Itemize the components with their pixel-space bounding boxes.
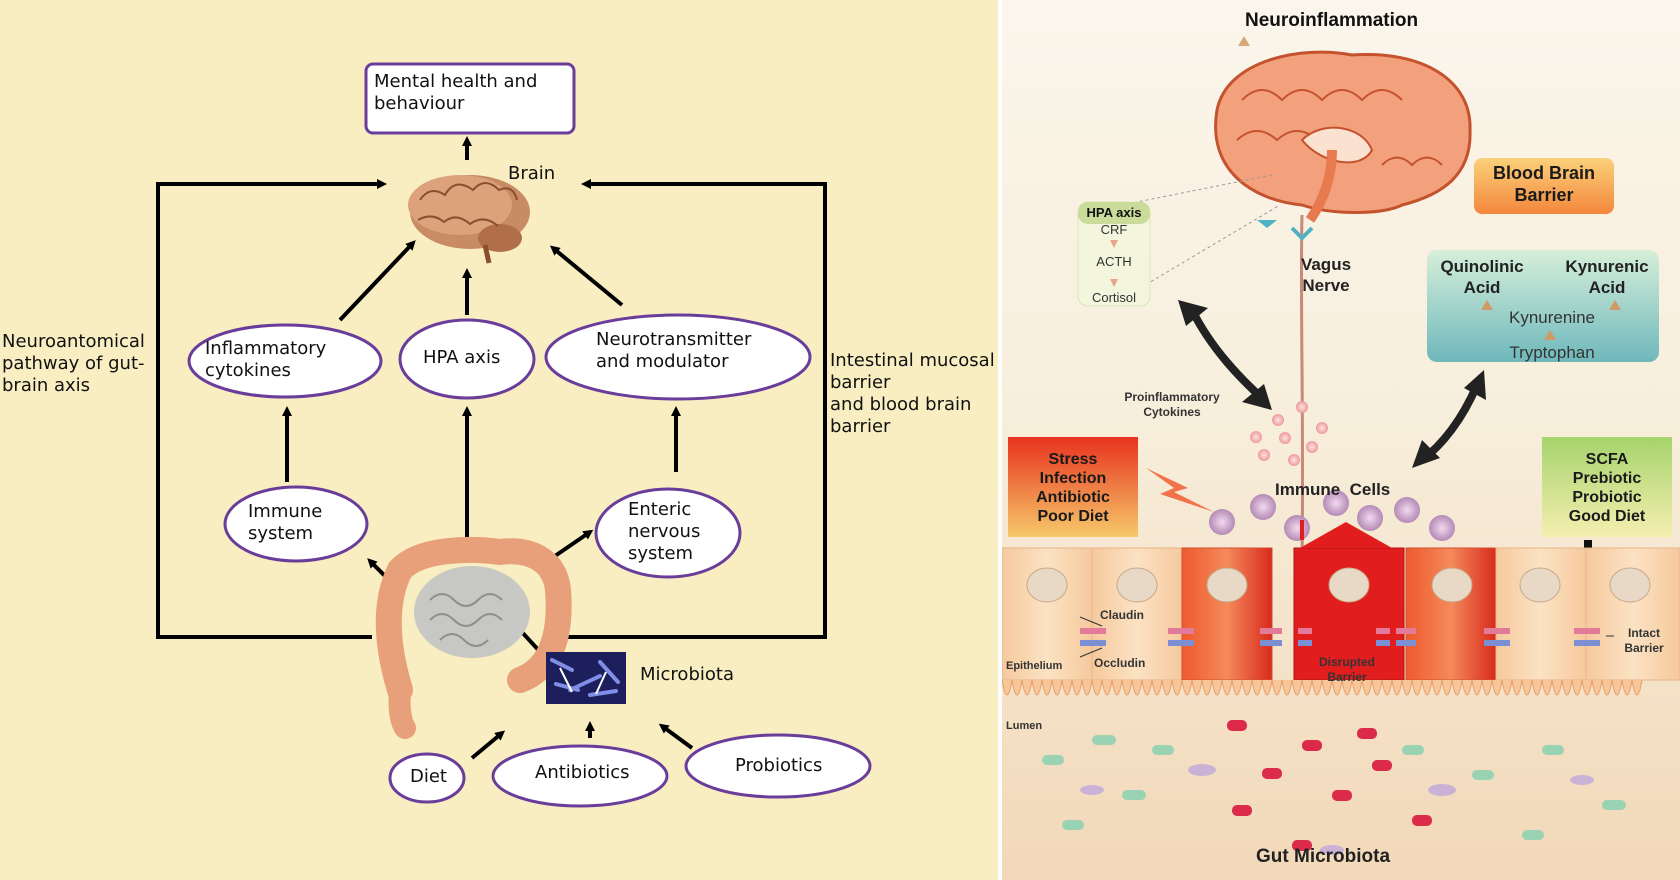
lumen-label: Lumen — [1006, 720, 1043, 732]
arrow-neuro-to-brain — [549, 245, 624, 307]
mental-health-label: Mental health and behaviour — [374, 71, 538, 114]
left-loop-line — [156, 179, 387, 639]
mental-health-box — [364, 62, 576, 135]
inflammatory-label: Inflammatory cytokines — [205, 338, 327, 381]
hpa-box-title: HPA axis — [1086, 205, 1142, 220]
disrupted-label: Disrupted Barrier — [1318, 655, 1375, 684]
inflammatory-node — [187, 323, 383, 399]
quinolinic-label: Quinolinic Acid — [1440, 257, 1524, 297]
cytokine-particles — [1250, 401, 1328, 466]
antibiotics-node — [491, 744, 669, 808]
scfa-box — [1542, 437, 1672, 537]
bbb-box — [1474, 158, 1614, 214]
occludin-label: Occludin — [1094, 656, 1146, 670]
tryptophan-label: Tryptophan — [1509, 343, 1595, 362]
scfa-label: SCFA Prebiotic Probiotic Good Diet — [1568, 451, 1646, 525]
arrow-diet-to-microbiota — [470, 730, 506, 760]
immune-cells-label: Immune Cells — [1275, 480, 1391, 499]
vagus-label: Vagus Nerve — [1300, 255, 1352, 295]
enteric-label: Enteric nervous system — [628, 499, 701, 564]
brain-sagittal-illustration — [1214, 36, 1472, 228]
epithelium-label: Epithelium — [1006, 660, 1063, 672]
probiotics-label: Probiotics — [735, 755, 823, 776]
epithelium-layer — [1002, 522, 1680, 696]
diet-label: Diet — [410, 766, 447, 787]
stress-label: Stress Infection Antibiotic Poor Diet — [1036, 451, 1110, 525]
intestinal-label: Intestinal mucosal barrier and blood bra… — [830, 350, 995, 437]
cortisol-label: Cortisol — [1091, 290, 1137, 305]
lightning-icon — [1146, 468, 1214, 512]
gut-barrier-diagram: Neuroinflammation Blood Brain Barrier HP… — [1002, 0, 1680, 880]
microbiota-image — [546, 652, 626, 704]
left-connectors — [156, 62, 872, 808]
arrow-gut-to-enteric — [550, 529, 594, 560]
immune-cell-bubbles — [1209, 490, 1455, 541]
neuro-pathway-label: Neuroantomical pathway of gut- brain axi… — [2, 331, 145, 396]
kynurenine-box — [1427, 250, 1659, 362]
gut-microbiota-label: Gut Microbiota — [1256, 846, 1391, 867]
stress-box — [1008, 437, 1138, 537]
intestine-illustration — [375, 536, 572, 739]
claudin-label: Claudin — [1100, 608, 1144, 622]
bbb-label: Blood Brain Barrier — [1493, 163, 1595, 205]
vagus-nerve — [1299, 214, 1305, 561]
brain-illustration — [408, 175, 530, 264]
immune-label: Immune system — [248, 501, 323, 544]
kynurenic-label: Kynurenic Acid — [1565, 257, 1649, 297]
arrow-probiotics-to-microbiota — [658, 723, 694, 750]
arrow-cytokines-to-brain — [338, 240, 416, 322]
immune-node — [223, 485, 369, 563]
diet-node — [388, 752, 466, 804]
right-illustration — [1002, 36, 1680, 855]
probiotics-node — [684, 733, 872, 799]
cytokine-brain-arrow — [1188, 308, 1267, 403]
hpa-label: HPA axis — [423, 347, 501, 368]
kynurenine-label: Kynurenine — [1508, 308, 1595, 327]
acth-label: ACTH — [1096, 254, 1132, 269]
proinflammatory-label: Proinflammatory Cytokines — [1124, 390, 1220, 419]
brain-label: Brain — [508, 163, 556, 184]
crf-label: CRF — [1100, 222, 1128, 237]
antibiotics-label: Antibiotics — [535, 762, 630, 783]
right-loop-line — [562, 179, 827, 639]
neurotransmitter-node — [544, 313, 812, 401]
neurotransmitter-label: Neurotransmitter and modulator — [596, 329, 752, 372]
microbiota-label: Microbiota — [640, 664, 734, 685]
neuroinflammation-title: Neuroinflammation — [1245, 10, 1419, 31]
enteric-node — [594, 487, 742, 579]
gut-brain-axis-diagram: Mental health and behaviour Brain Neuroa… — [0, 0, 998, 880]
gut-bacteria — [1042, 720, 1626, 855]
intact-label: Intact Barrier — [1624, 626, 1664, 655]
hpa-node — [398, 318, 536, 400]
